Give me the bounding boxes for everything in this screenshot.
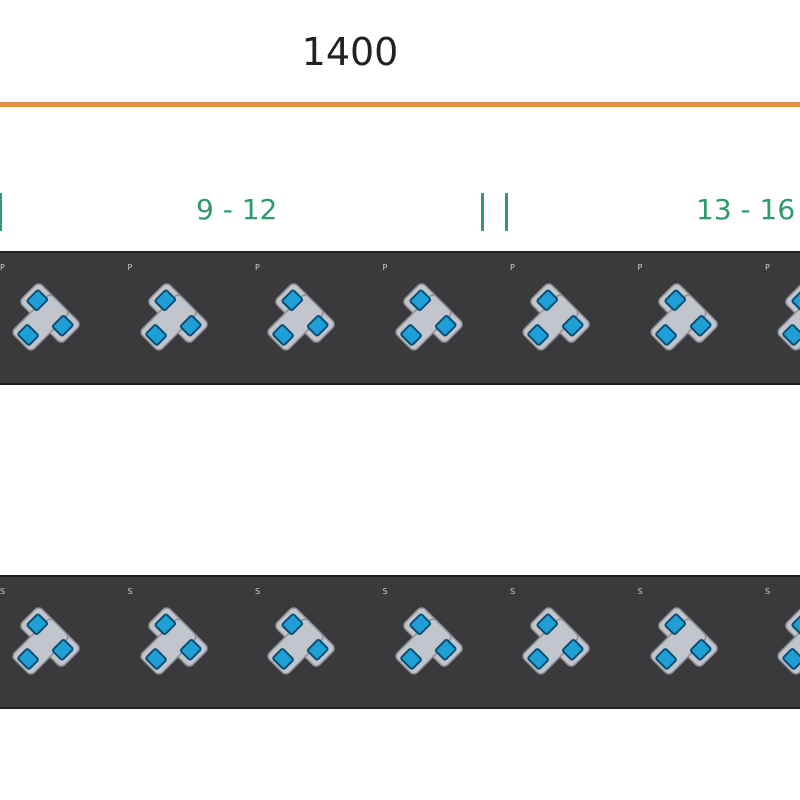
uk-t-socket-icon — [649, 283, 718, 351]
uk-t-socket-icon — [777, 607, 800, 675]
socket-outlet: P — [126, 253, 254, 383]
group-label-9-12: 9 - 12 — [196, 193, 278, 226]
socket-outlet: P — [253, 253, 381, 383]
socket-mark: S — [765, 587, 771, 596]
socket-outlet: P — [508, 253, 636, 383]
socket-outlet: S — [126, 577, 254, 707]
uk-t-socket-icon — [267, 607, 335, 675]
socket-mark: S — [510, 587, 516, 596]
socket-mark: P — [765, 263, 770, 272]
uk-t-socket-icon — [267, 283, 335, 351]
socket-mark: S — [127, 587, 133, 596]
socket-outlet: S — [0, 577, 126, 707]
socket-outlet: S — [508, 577, 636, 707]
socket-outlet: P — [636, 253, 764, 383]
uk-t-socket-icon — [394, 607, 463, 675]
socket-outlet: P — [0, 253, 126, 383]
uk-t-socket-icon — [522, 283, 590, 351]
group-label-13-16: 13 - 16 — [696, 193, 796, 226]
group-separator — [481, 193, 484, 231]
socket-mark: P — [637, 263, 643, 272]
socket-outlet: S — [636, 577, 764, 707]
uk-t-socket-icon — [139, 283, 208, 351]
socket-mark: S — [0, 587, 6, 596]
dimension-line — [0, 102, 800, 107]
socket-outlet: P — [381, 253, 509, 383]
socket-mark: P — [510, 263, 515, 272]
uk-t-socket-icon — [777, 283, 800, 351]
socket-mark: P — [382, 263, 388, 272]
uk-t-socket-icon — [394, 283, 463, 351]
uk-t-socket-icon — [12, 283, 80, 351]
socket-outlet: S — [253, 577, 381, 707]
socket-mark: P — [255, 263, 260, 272]
socket-mark: P — [127, 263, 133, 272]
socket-mark: S — [255, 587, 261, 596]
uk-t-socket-icon — [649, 607, 718, 675]
socket-outlet: S — [763, 577, 800, 707]
uk-t-socket-icon — [139, 607, 208, 675]
group-separator — [505, 193, 508, 231]
dimension-label: 1400 — [301, 30, 399, 74]
socket-mark: S — [382, 587, 388, 596]
group-separator-left — [0, 193, 2, 231]
socket-outlet: P — [763, 253, 800, 383]
socket-mark: P — [0, 263, 5, 272]
uk-t-socket-icon — [12, 607, 80, 675]
socket-outlet: S — [381, 577, 509, 707]
uk-t-socket-icon — [522, 607, 590, 675]
socket-mark: S — [637, 587, 643, 596]
